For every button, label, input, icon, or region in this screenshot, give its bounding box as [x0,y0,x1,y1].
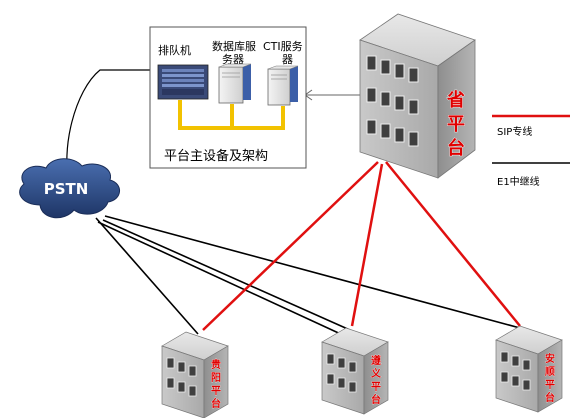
sip-line-province-guiyang [202,161,379,331]
province-label: 省 平 台 [446,89,466,160]
e1-line-pstn-zunyi-b [97,221,346,337]
db-server-label-line2: 务器 [222,53,244,66]
city-label-char: 顺 [545,366,555,378]
city-building-anshun: 安 顺 平 台 [495,325,563,413]
pstn-cloud: PSTN [19,158,120,219]
city-label-char: 台 [545,391,555,404]
province-building: 省 平 台 [359,13,476,179]
platform-equipment-box: 排队机 数据库服 务器 CTI服务 器 [149,26,307,169]
legend: SIP专线 E1中继线 [492,114,570,188]
city-label-char: 台 [211,397,221,410]
e1-line-pstn-guiyang [95,217,199,335]
db-server-label-line1: 数据库服 [212,39,256,53]
province-label-char: 省 [446,89,465,111]
legend-e1-label: E1中继线 [497,175,540,188]
city-label-char: 贵 [211,358,221,371]
province-label-char: 平 [447,114,465,135]
city-building-zunyi: 遵 义 平 台 [321,327,389,415]
cti-server-label-line2: 器 [282,53,293,66]
city-label-char: 义 [371,367,382,380]
province-label-char: 台 [447,137,465,159]
city-label-char: 遵 [371,354,382,367]
city-label-char: 安 [545,352,555,365]
city-building-guiyang: 贵 阳 平 台 [161,331,229,418]
platform-bus [178,100,285,130]
queue-machine-icon [157,64,209,100]
city-label-char: 平 [545,379,555,391]
sip-line-province-anshun [385,161,521,327]
city-label-char: 平 [371,381,381,393]
cti-server-label-line1: CTI服务 [263,40,303,53]
e1-line-pstn-anshun [104,215,521,329]
sip-line-province-zunyi [350,163,384,327]
cti-server-icon [267,65,299,106]
e1-line-pstn-zunyi-a [102,219,351,331]
city-label-char: 平 [211,385,221,397]
pstn-label: PSTN [44,180,89,198]
queue-machine-label: 排队机 [158,43,191,57]
city-label-char: 阳 [211,372,221,384]
legend-sip-label: SIP专线 [497,125,532,138]
city-label-char: 台 [371,393,381,406]
db-server-icon [218,63,252,104]
platform-caption: 平台主设备及架构 [164,148,268,164]
